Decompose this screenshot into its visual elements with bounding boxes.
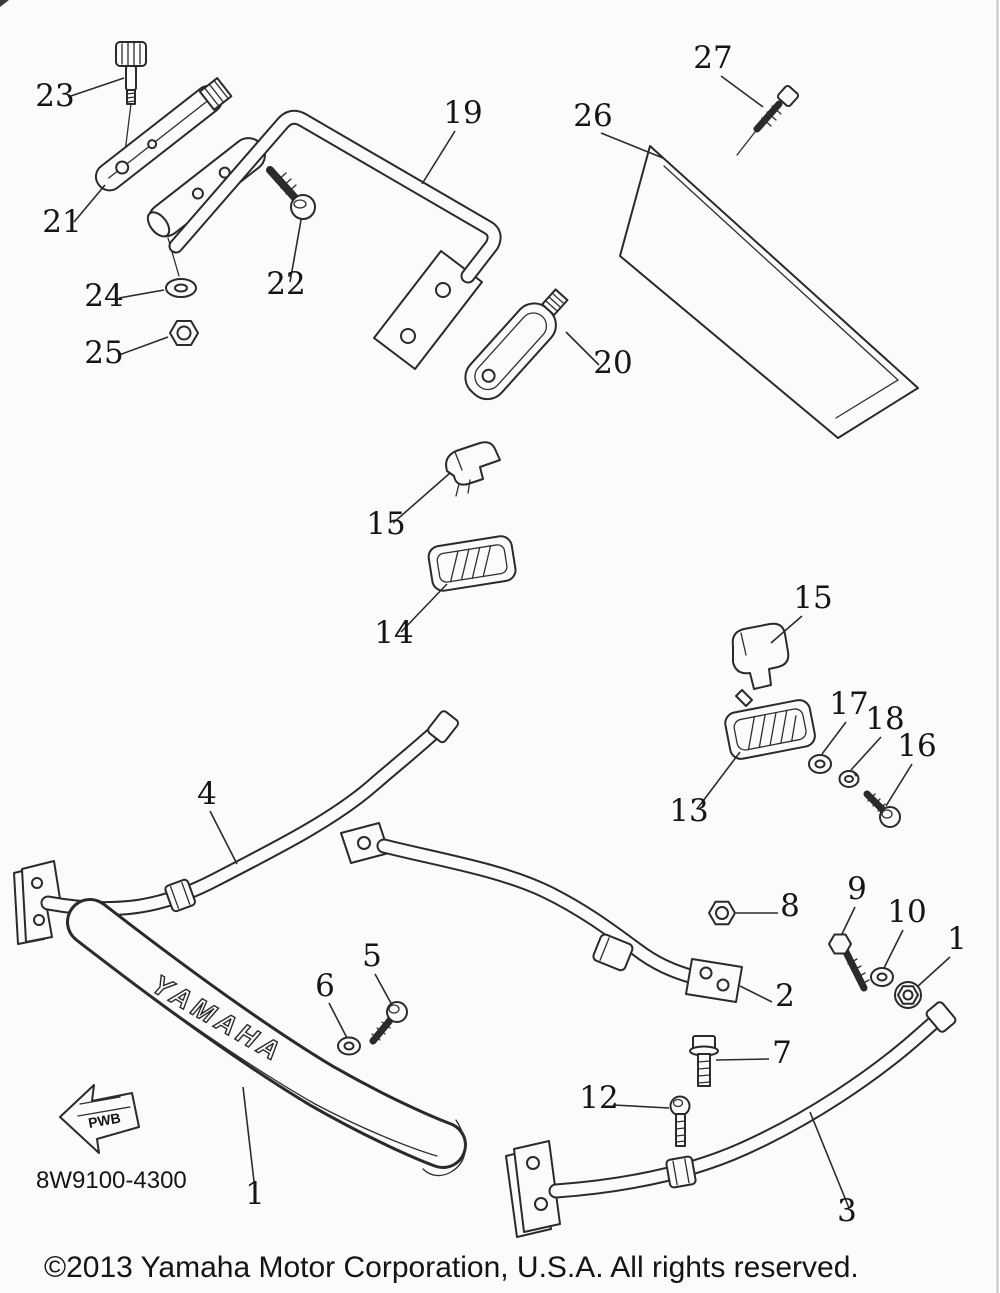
- callout-10: 10: [887, 894, 926, 930]
- scan-corner-mark: [0, 0, 9, 7]
- callout-24: 24: [84, 278, 123, 314]
- bumper-brand-text: YAMAHA: [147, 969, 289, 1068]
- part-1-flange-nut: [894, 981, 922, 1009]
- callout-2: 2: [775, 978, 795, 1014]
- callout-13: 13: [669, 793, 708, 829]
- callout-23: 23: [35, 78, 74, 114]
- callout-3: 3: [837, 1193, 857, 1229]
- part-14-damper: [427, 535, 517, 592]
- callout-4: 4: [197, 776, 217, 812]
- copyright-text: ©2013 Yamaha Motor Corporation, U.S.A. A…: [44, 1251, 859, 1284]
- part-code: 8W9100-4300: [36, 1167, 187, 1194]
- callout-20: 20: [593, 345, 632, 381]
- callout-26: 26: [573, 98, 612, 134]
- part-27-screw: [736, 84, 800, 156]
- callout-15-lower: 15: [793, 580, 832, 616]
- part-7-bolt: [689, 1035, 719, 1087]
- part-19-guard-bar: [168, 109, 502, 370]
- callout-18: 18: [865, 701, 904, 737]
- part-16-bolt: [863, 790, 901, 828]
- part-12-screw: [669, 1095, 691, 1147]
- callout-5: 5: [362, 938, 382, 974]
- callout-6: 6: [315, 968, 335, 1004]
- part-5-bolt: [369, 1001, 408, 1045]
- part-6-washer: [337, 1036, 361, 1056]
- part-22-screw: [266, 166, 316, 220]
- callout-27: 27: [693, 40, 732, 76]
- part-4-rear-guard-bar: [13, 710, 460, 945]
- callout-12: 12: [579, 1080, 618, 1116]
- part-8-nut: [708, 900, 736, 926]
- part-2-stay-bar: [340, 822, 743, 1003]
- part-1-bumper: YAMAHA: [66, 898, 467, 1177]
- part-10-washer: [870, 967, 894, 987]
- callout-17: 17: [829, 686, 868, 722]
- callout-21: 21: [42, 204, 81, 240]
- part-26-panel: [619, 145, 919, 439]
- leader-lines: [67, 75, 951, 1209]
- part-9-bolt: [828, 933, 870, 992]
- part-13-damper: [724, 699, 816, 760]
- part-17-washer: [808, 754, 832, 774]
- direction-arrow-logo: PWB: [59, 1084, 140, 1154]
- callout-15-upper: 15: [366, 506, 405, 542]
- callout-22: 22: [266, 266, 305, 302]
- part-21-bracket: [94, 77, 233, 192]
- callout-8: 8: [780, 888, 800, 924]
- part-24-washer: [165, 237, 197, 298]
- part-15-clip-upper: [445, 441, 501, 497]
- callout-25: 25: [84, 335, 123, 371]
- callout-19: 19: [443, 95, 482, 131]
- part-20-bracket: [464, 288, 569, 401]
- arrow-label: PWB: [87, 1110, 122, 1131]
- part-25-nut: [169, 320, 199, 346]
- callout-7: 7: [772, 1035, 792, 1071]
- part-18-washer: [838, 770, 860, 788]
- callout-14: 14: [374, 615, 413, 651]
- callout-9: 9: [847, 871, 867, 907]
- callout-16: 16: [897, 728, 936, 764]
- callout-1-bumper: 1: [245, 1176, 265, 1212]
- callout-1-right: 1: [947, 921, 967, 957]
- part-3-lower-guard-bar: [505, 1001, 957, 1238]
